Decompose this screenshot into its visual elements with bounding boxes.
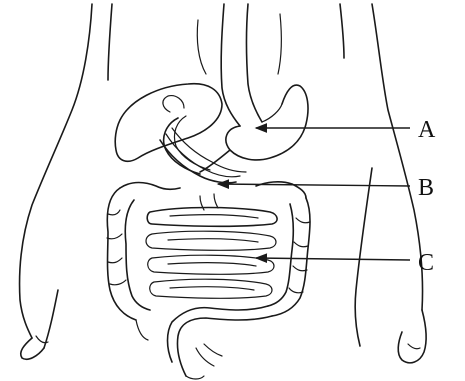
esophagus	[197, 4, 281, 126]
label-c: C	[418, 250, 434, 276]
small-intestine	[146, 194, 277, 298]
pointer-b	[218, 184, 410, 186]
large-intestine	[107, 182, 310, 379]
label-a: A	[418, 117, 436, 143]
pointer-c	[256, 258, 410, 260]
pancreas	[160, 128, 246, 183]
label-b: B	[418, 175, 434, 201]
duodenum	[163, 96, 210, 174]
